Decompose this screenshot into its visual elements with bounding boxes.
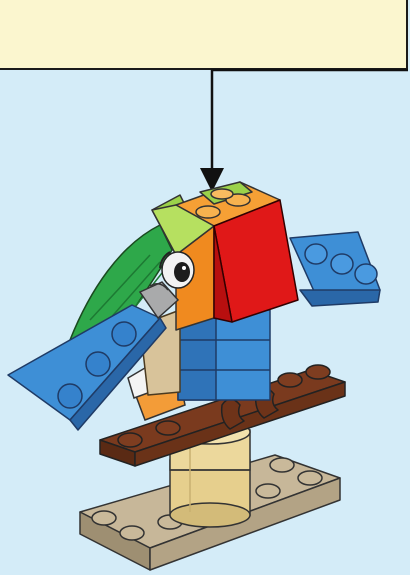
right-wing bbox=[290, 232, 380, 306]
down-arrow-icon bbox=[200, 70, 408, 192]
